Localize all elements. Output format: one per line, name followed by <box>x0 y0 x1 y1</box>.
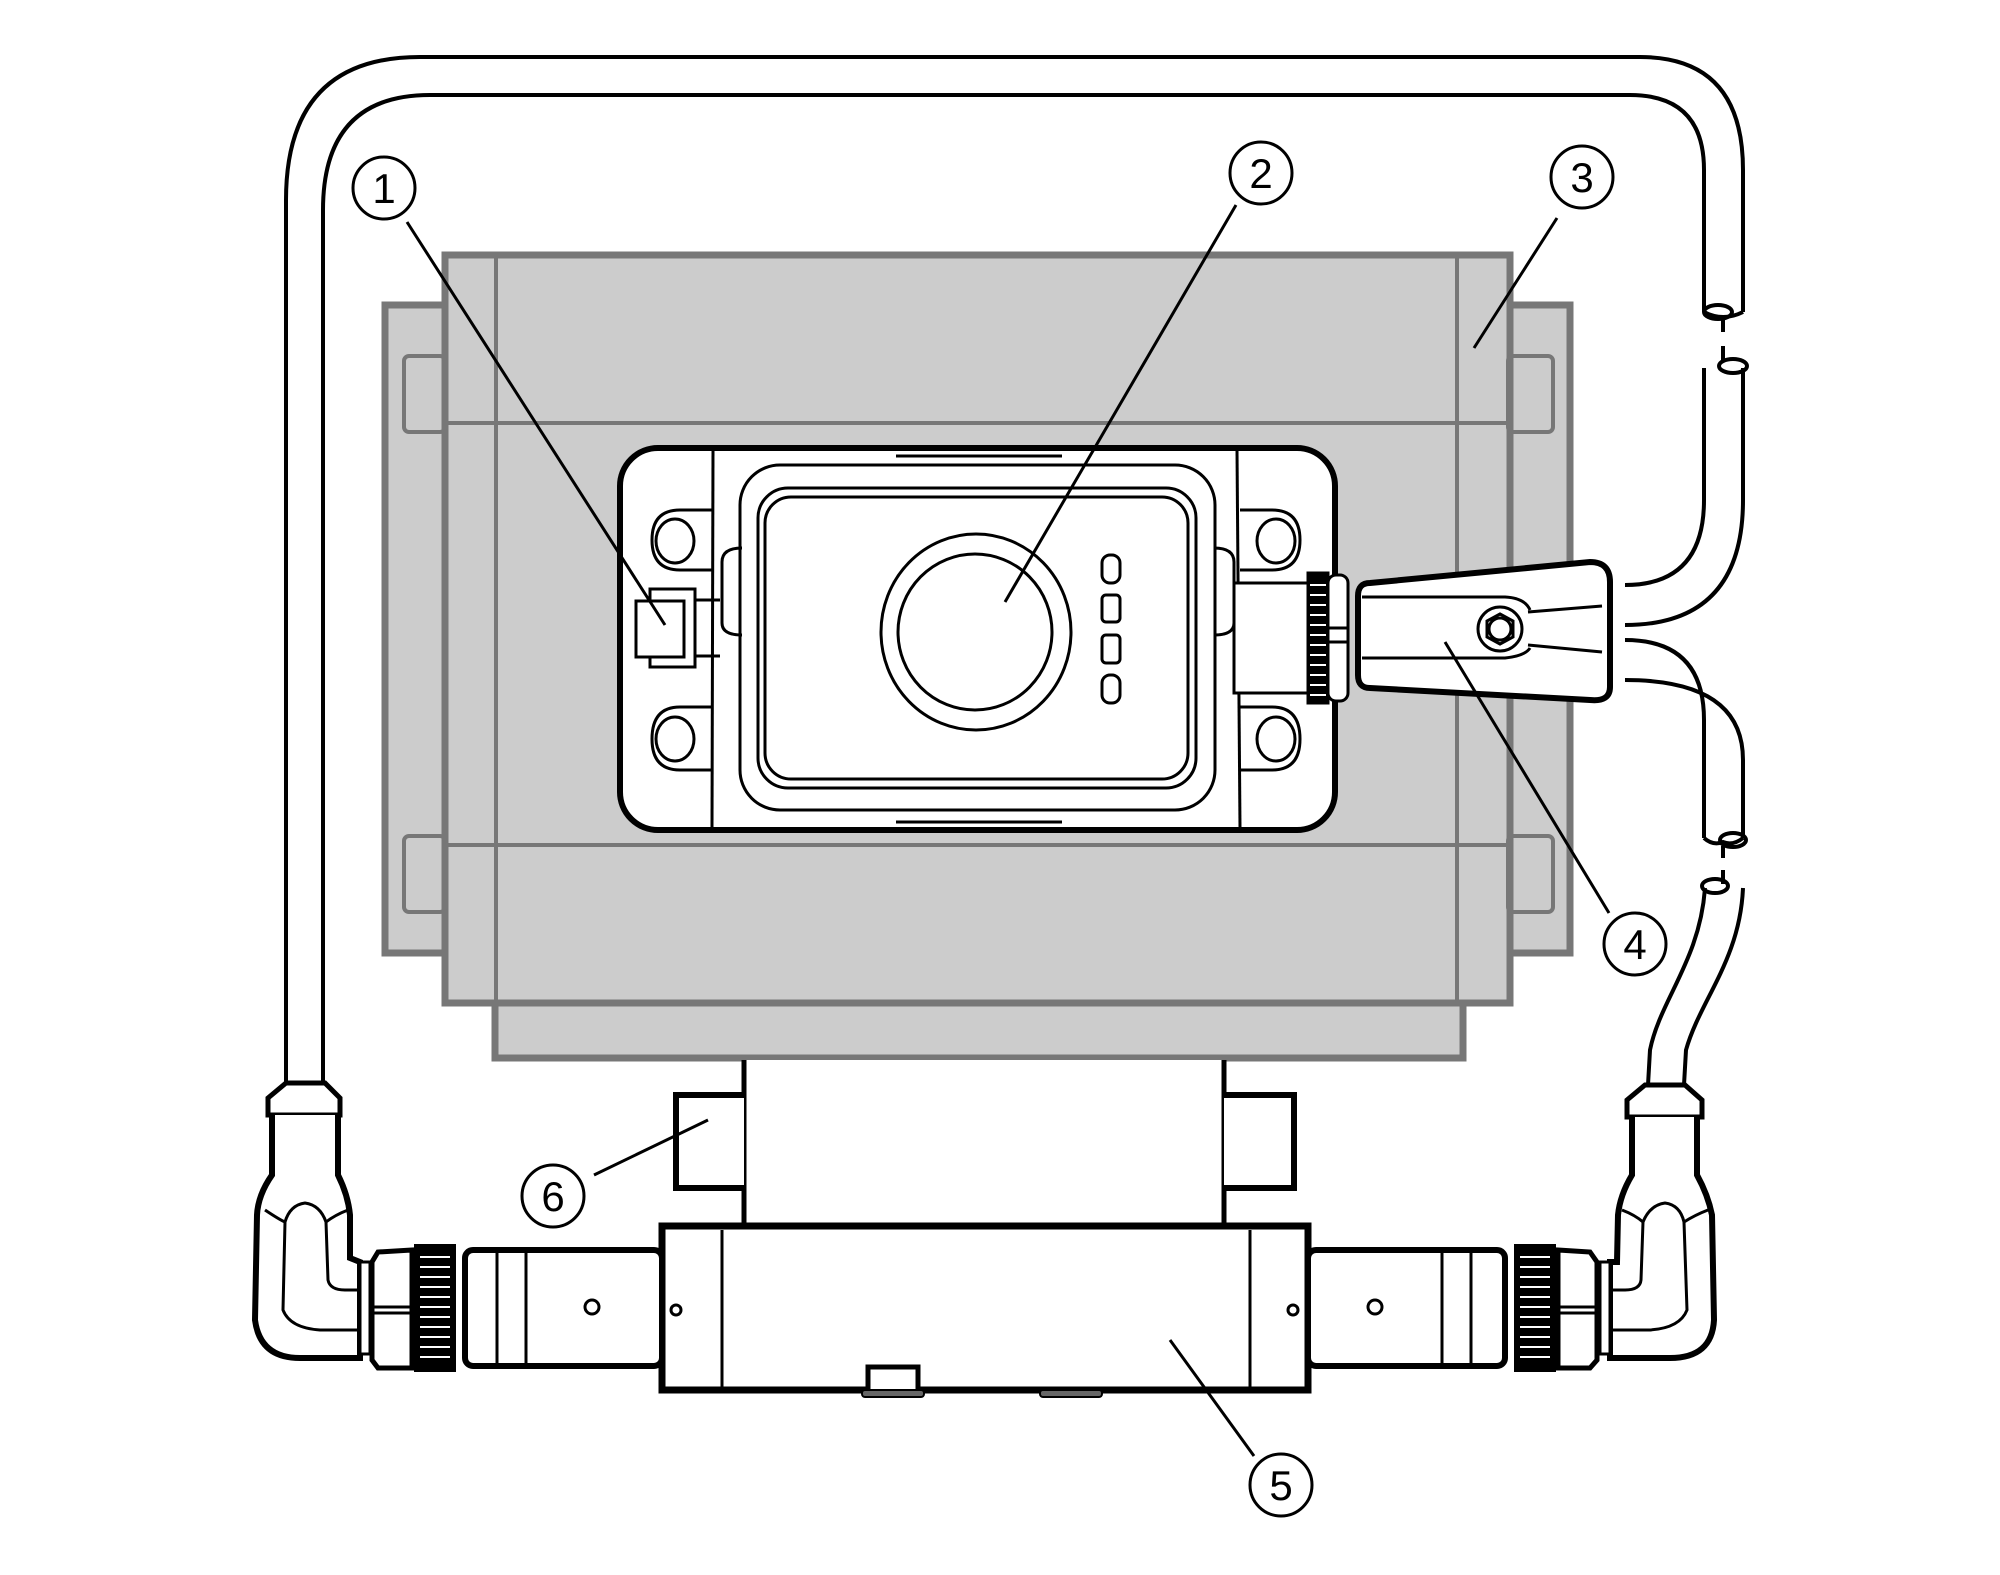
callout-6: 6 <box>520 1163 586 1229</box>
valve-stem <box>741 1060 1227 1226</box>
callout-3: 3 <box>1549 144 1615 210</box>
right-connector-nut <box>1514 1244 1600 1372</box>
knurled-nut <box>1306 571 1330 705</box>
sensor-right-connector <box>1232 571 1350 705</box>
left-elbow-connector <box>251 1080 372 1361</box>
sensor-left-connector <box>634 587 720 669</box>
callout-6-label: 6 <box>541 1173 564 1220</box>
right-elbow-connector <box>1598 1082 1718 1361</box>
valve-body <box>658 1222 1312 1398</box>
right-lower-cable <box>1624 638 1748 1086</box>
leader-1 <box>405 221 667 626</box>
mount-hole-bottom-right <box>1240 705 1302 772</box>
leader-6 <box>593 1118 709 1177</box>
leader-4 <box>1443 641 1611 914</box>
sensor-housing <box>617 445 1338 833</box>
led-4 <box>1100 673 1122 705</box>
sensor-target-face <box>879 532 1073 732</box>
y-splitter-connector <box>1355 558 1613 704</box>
callout-1: 1 <box>351 155 417 221</box>
leader-5 <box>1168 1339 1256 1457</box>
led-2 <box>1100 593 1122 624</box>
bracket-left-flange <box>381 301 449 957</box>
top-loop-cable <box>284 55 1745 1083</box>
callout-5-label: 5 <box>1269 1462 1292 1509</box>
valve-stem-tab-right <box>1224 1092 1297 1191</box>
callout-2: 2 <box>1228 140 1294 206</box>
led-1 <box>1100 553 1122 585</box>
mount-hole-top-right <box>1240 508 1302 572</box>
leader-lines <box>405 204 1611 1457</box>
mount-hole-bottom-left <box>650 705 712 772</box>
valve-stem-tab <box>673 1092 744 1191</box>
callout-1-label: 1 <box>372 165 395 212</box>
callout-5: 5 <box>1248 1452 1314 1518</box>
valve-left-plug <box>462 1247 665 1369</box>
leader-3 <box>1472 217 1559 349</box>
leader-2 <box>1003 204 1238 603</box>
bracket-lower-block <box>491 996 1467 1062</box>
callout-4-label: 4 <box>1623 921 1646 968</box>
callout-4: 4 <box>1602 911 1668 977</box>
mount-hole-top-left <box>650 508 712 572</box>
status-leds <box>1100 553 1122 705</box>
callout-2-label: 2 <box>1249 150 1272 197</box>
led-3 <box>1100 633 1122 665</box>
left-connector-nut <box>369 1244 456 1372</box>
valve-right-plug <box>1305 1247 1508 1369</box>
callout-3-label: 3 <box>1570 154 1593 201</box>
right-upper-cable <box>1624 346 1749 627</box>
